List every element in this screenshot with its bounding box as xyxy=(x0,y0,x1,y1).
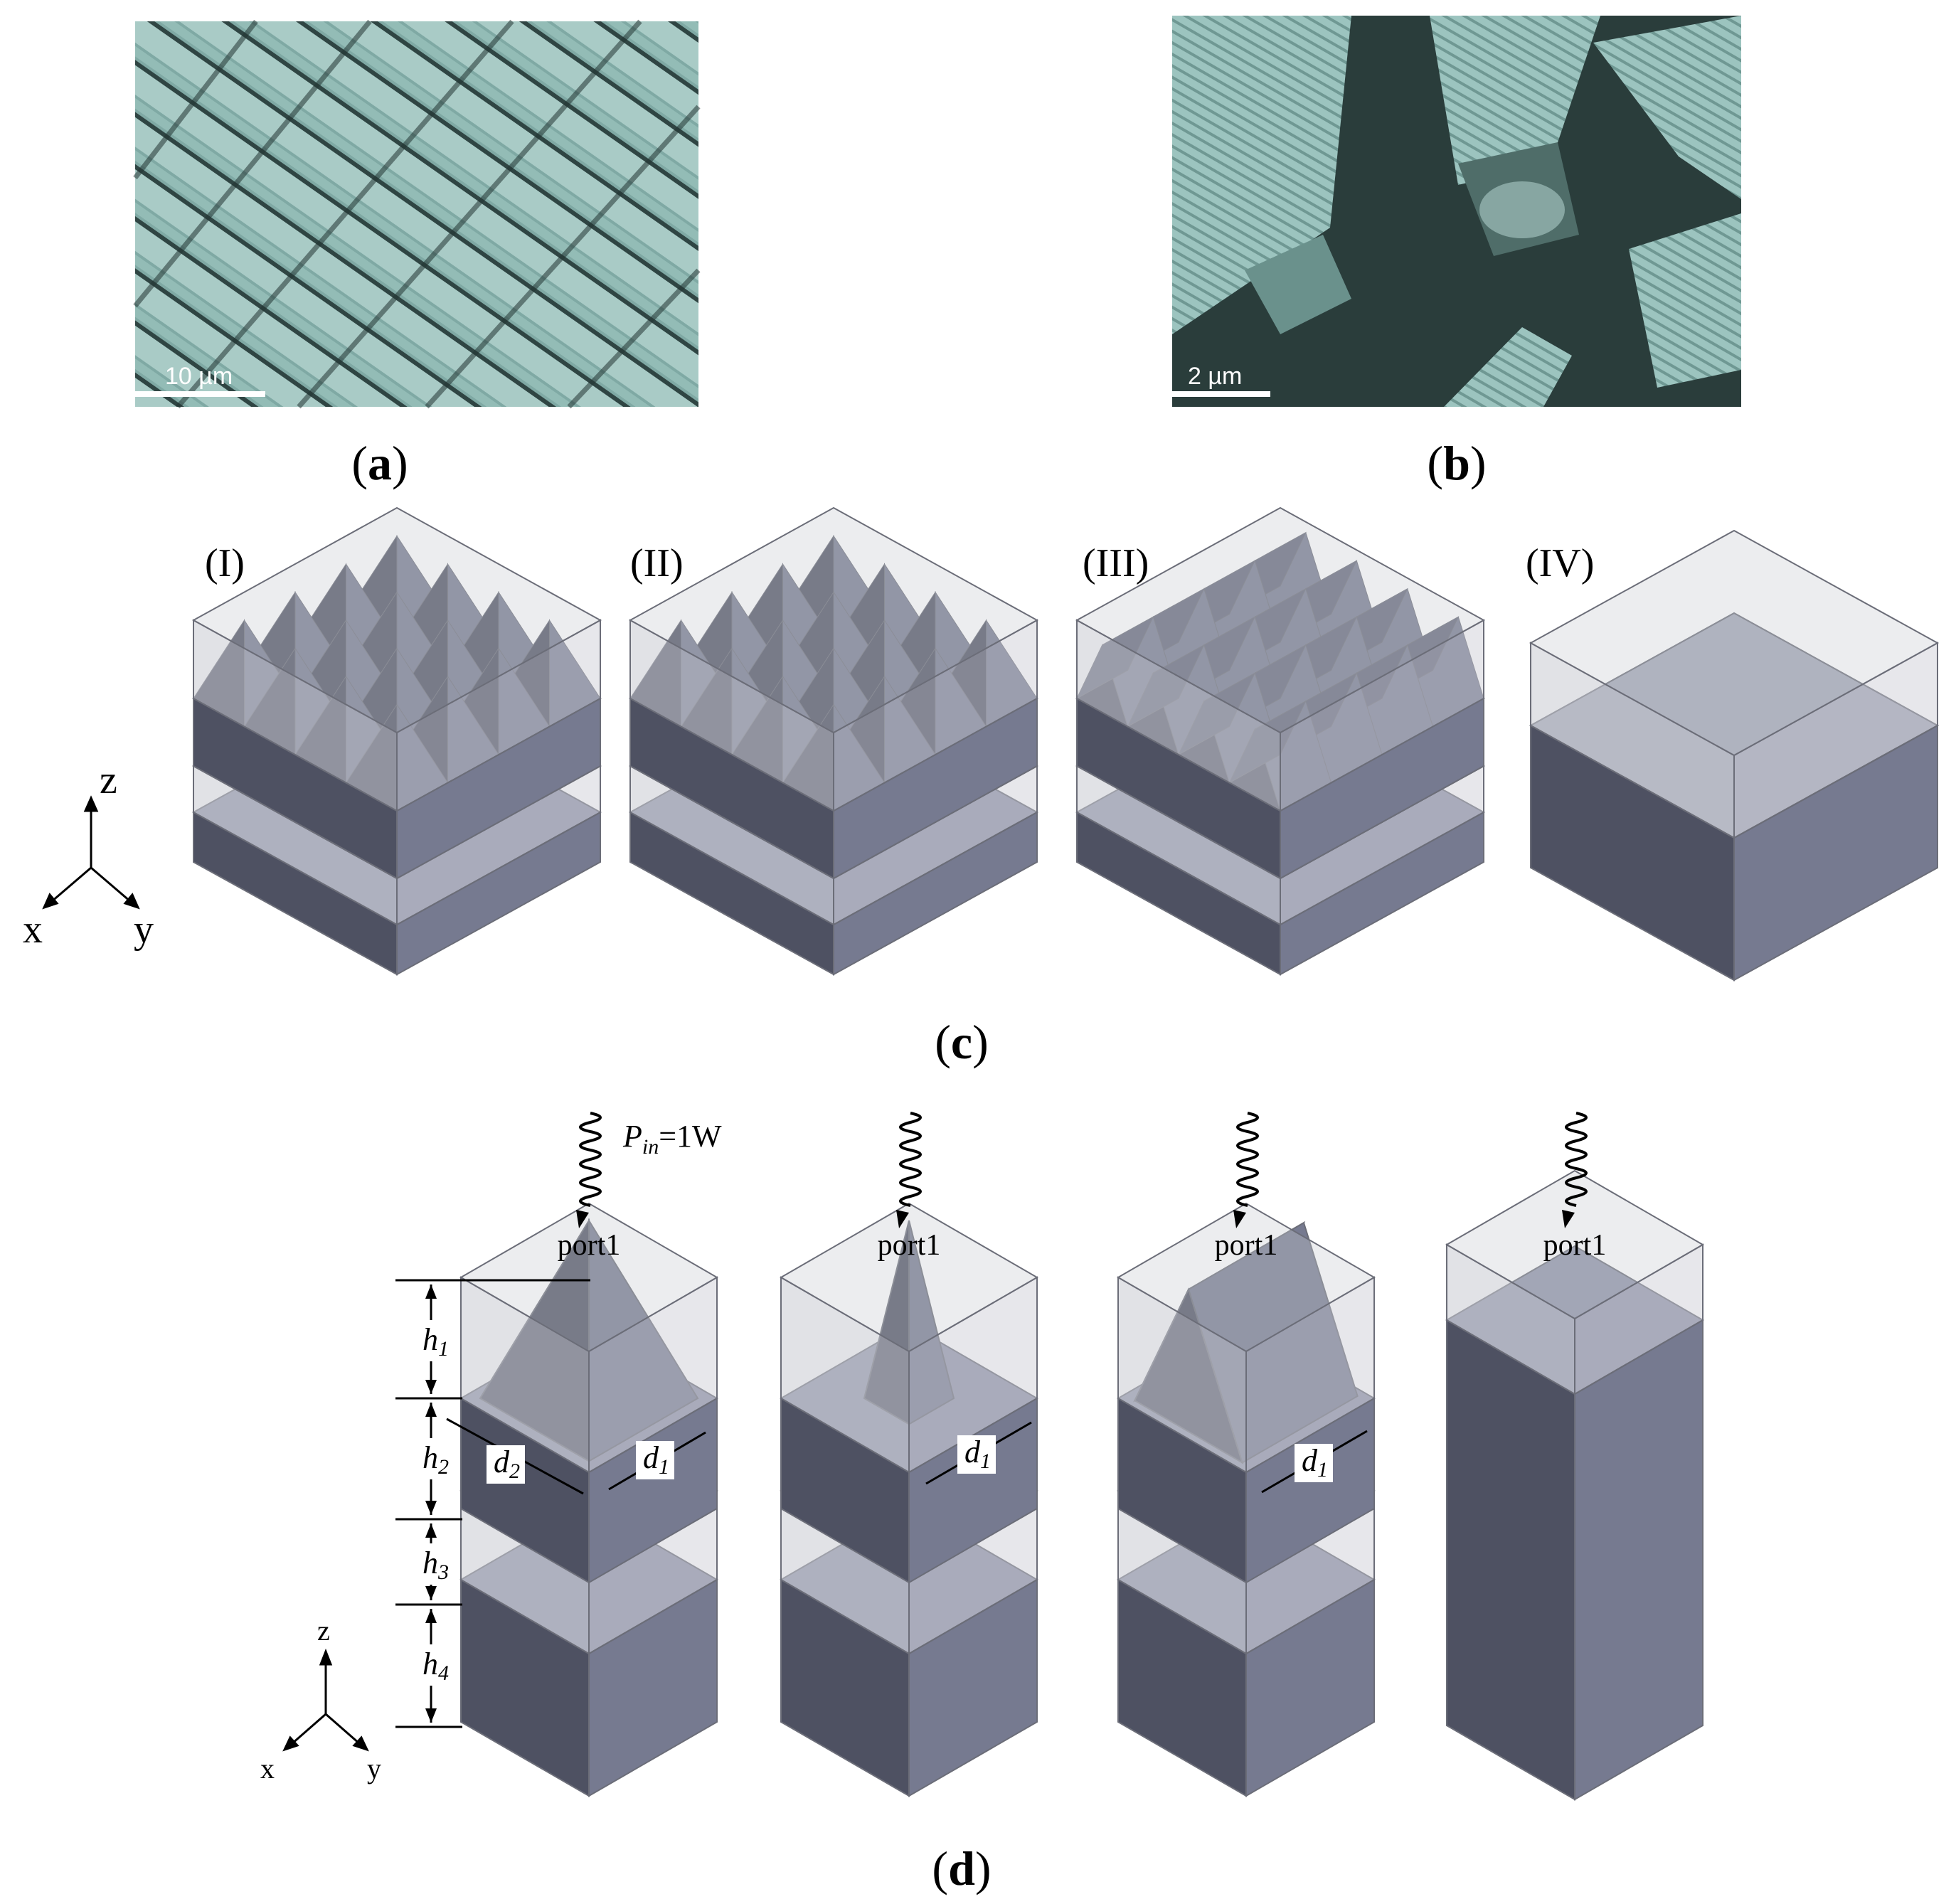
axis-label-y-c: y xyxy=(134,908,154,952)
wave-icon xyxy=(1236,1112,1259,1207)
panel-label-b: (b) xyxy=(1427,436,1486,490)
axis-label-z-d: z xyxy=(317,1615,330,1647)
unit-cell-3 xyxy=(1117,1112,1376,1797)
air-layer xyxy=(628,506,1039,812)
air-layer xyxy=(1075,506,1486,812)
dim-label-h1: h1 xyxy=(414,1320,449,1361)
air-block xyxy=(1117,1202,1376,1474)
arrow-head-icon xyxy=(896,1210,909,1228)
port-label-1: port1 xyxy=(558,1229,621,1262)
arrow-head-icon xyxy=(1562,1210,1575,1228)
pyramid-right-face xyxy=(588,1218,699,1463)
air-layer xyxy=(1529,529,1940,839)
port-label-3: port1 xyxy=(1215,1229,1278,1262)
model-label-c3: (III) xyxy=(1083,541,1149,585)
air-block xyxy=(1445,1169,1704,1395)
axis-triad-c xyxy=(42,795,140,910)
pyramid-right-face xyxy=(908,1220,955,1426)
port-label-2: port1 xyxy=(878,1229,941,1262)
panel-label-d: (d) xyxy=(932,1841,991,1895)
panel-label-a: (a) xyxy=(351,436,408,490)
svg-text:2 µm: 2 µm xyxy=(1188,363,1242,390)
svg-text:d1: d1 xyxy=(1302,1443,1328,1482)
scale-bar-a: 10 µm xyxy=(135,363,265,397)
model-c-1 xyxy=(191,506,602,976)
svg-text:h1: h1 xyxy=(422,1322,449,1361)
unit-cell-4 xyxy=(1445,1112,1704,1801)
model-label-c1: (I) xyxy=(205,541,245,585)
input-power-label: Pin=1W xyxy=(622,1119,722,1159)
dim-label-h3: h3 xyxy=(414,1543,449,1585)
axis-triad-d xyxy=(282,1648,369,1752)
dim-label-d1-a: d1 xyxy=(636,1440,674,1479)
svg-text:d2: d2 xyxy=(494,1445,520,1483)
svg-text:d1: d1 xyxy=(643,1440,669,1479)
sem-image-b xyxy=(1172,16,1741,407)
axis-label-x-c: x xyxy=(23,908,43,952)
svg-text:d1: d1 xyxy=(964,1435,991,1473)
dim-label-d1-c: d1 xyxy=(1295,1443,1333,1482)
sem-image-a xyxy=(133,19,701,409)
air-layer xyxy=(191,506,602,812)
model-c-4 xyxy=(1529,529,1940,982)
panel-label-c: (c) xyxy=(935,1015,989,1069)
axis-label-y-d: y xyxy=(367,1753,381,1785)
dim-label-h4: h4 xyxy=(414,1644,449,1686)
model-c-3 xyxy=(1075,506,1486,976)
air-block xyxy=(459,1202,718,1474)
scale-bar-b: 2 µm xyxy=(1172,363,1270,397)
svg-text:h2: h2 xyxy=(422,1440,449,1479)
svg-text:10 µm: 10 µm xyxy=(165,363,233,390)
model-c-2 xyxy=(628,506,1039,976)
dim-label-d1-b: d1 xyxy=(957,1435,996,1474)
svg-text:h3: h3 xyxy=(422,1546,449,1584)
wave-icon xyxy=(579,1112,602,1207)
arrow-head-icon xyxy=(576,1210,589,1228)
air-block xyxy=(780,1202,1038,1474)
wave-icon xyxy=(1565,1112,1588,1207)
dim-label-h2: h2 xyxy=(414,1438,449,1479)
model-label-c2: (II) xyxy=(630,541,684,585)
svg-text:h4: h4 xyxy=(422,1647,449,1685)
port-label-4: port1 xyxy=(1543,1229,1607,1262)
axis-label-z-c: z xyxy=(100,758,117,802)
arrow-head-icon xyxy=(1233,1210,1246,1228)
model-label-c4: (IV) xyxy=(1526,541,1594,585)
dim-label-d2: d2 xyxy=(487,1445,525,1484)
wave-icon xyxy=(899,1112,922,1207)
dimension-arrowheads xyxy=(425,1285,437,1723)
axis-label-x-d: x xyxy=(260,1753,275,1785)
unit-cell-2 xyxy=(780,1112,1038,1797)
